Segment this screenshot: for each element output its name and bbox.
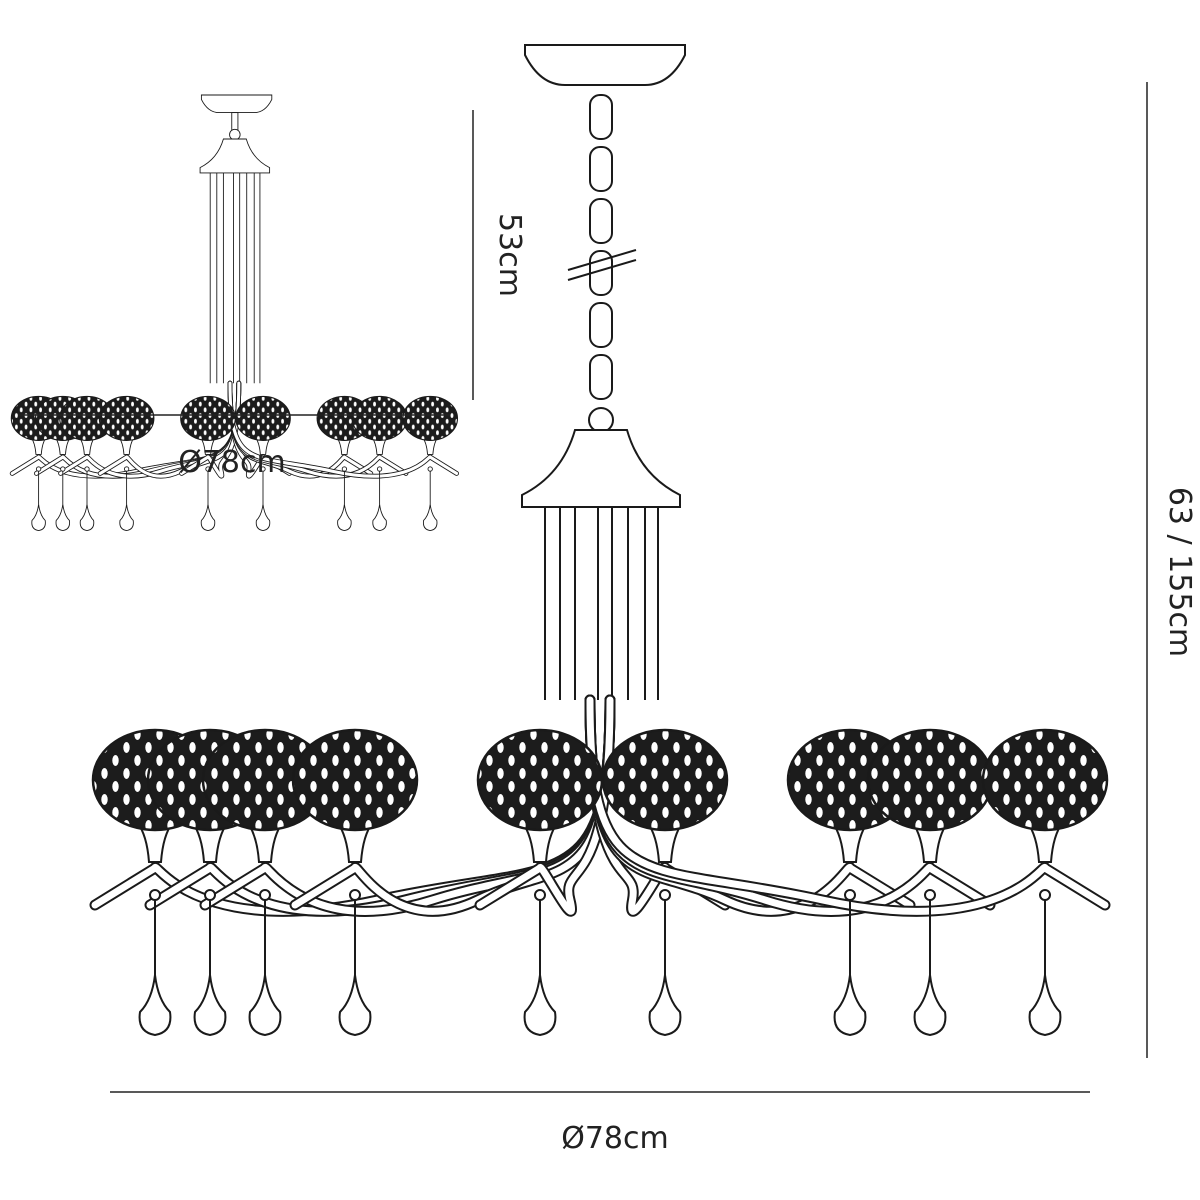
crystal-teardrop bbox=[1028, 974, 1062, 1037]
crystal-bead bbox=[341, 466, 348, 472]
crystal-teardrop bbox=[248, 974, 282, 1037]
crystal-bead bbox=[534, 889, 546, 901]
chain-link bbox=[589, 198, 613, 244]
crystal-bead bbox=[123, 466, 130, 472]
crystal-teardrop bbox=[648, 974, 682, 1037]
crystal-bead bbox=[84, 466, 90, 472]
small-chandelier-view bbox=[9, 94, 460, 532]
globe-shade bbox=[351, 395, 408, 441]
large-height-label: 63 / 155cm bbox=[1162, 487, 1197, 657]
globe-shade bbox=[402, 395, 459, 441]
small-height-label: 53cm bbox=[492, 213, 527, 297]
crystal-bead bbox=[60, 466, 66, 472]
ceiling-canopy bbox=[524, 44, 686, 86]
body-cup bbox=[199, 138, 271, 174]
arm bbox=[586, 696, 1109, 915]
crystal-bead bbox=[1039, 889, 1051, 901]
crystal-bead bbox=[149, 889, 161, 901]
crystal-teardrop bbox=[833, 974, 867, 1037]
chain-link bbox=[589, 94, 613, 140]
crystal-teardrop bbox=[913, 974, 947, 1037]
crystal-teardrop bbox=[55, 504, 71, 532]
chain-link bbox=[589, 354, 613, 400]
crystal-teardrop bbox=[138, 974, 172, 1037]
crystal-teardrop bbox=[338, 974, 372, 1037]
crystal-teardrop bbox=[79, 504, 95, 532]
globe-shade bbox=[235, 395, 291, 441]
crystal-teardrop bbox=[255, 504, 271, 532]
crystal-bead bbox=[376, 466, 383, 472]
crystal-bead bbox=[35, 466, 42, 472]
crystal-bead bbox=[427, 466, 433, 472]
crystal-bead bbox=[659, 889, 671, 901]
globe-shade bbox=[98, 395, 155, 441]
large-diameter-label: Ø78cm bbox=[561, 1121, 669, 1156]
chain-break-mark bbox=[567, 259, 637, 281]
crystal-bead bbox=[349, 889, 361, 901]
globe-shade bbox=[291, 728, 419, 832]
crystal-teardrop bbox=[372, 504, 387, 532]
crystal-bead bbox=[204, 889, 216, 901]
ceiling-canopy bbox=[200, 94, 273, 114]
body-cup bbox=[521, 429, 681, 508]
crystal-bead bbox=[924, 889, 936, 901]
crystal-teardrop bbox=[31, 504, 46, 532]
large-dimensions: 63 / 155cm Ø78cm bbox=[110, 82, 1197, 1156]
chain-link bbox=[589, 146, 613, 192]
chain-break-mark bbox=[567, 249, 637, 271]
crystal-teardrop bbox=[193, 974, 227, 1037]
small-dimensions: 53cm Ø78cm bbox=[18, 110, 527, 480]
globe-shade bbox=[180, 395, 236, 441]
crystal-teardrop bbox=[200, 504, 216, 532]
ball-joint bbox=[229, 128, 241, 141]
crystal-teardrop bbox=[422, 504, 438, 532]
crystal-teardrop bbox=[523, 974, 557, 1037]
crystal-bead bbox=[844, 889, 856, 901]
arm bbox=[228, 381, 459, 478]
large-chandelier-view bbox=[89, 44, 1111, 1037]
globe-shade bbox=[601, 728, 729, 832]
crystal-teardrop bbox=[337, 504, 352, 532]
globe-shade bbox=[981, 728, 1109, 832]
globe-shade bbox=[476, 728, 604, 832]
globe-shade bbox=[866, 728, 994, 832]
crystal-bead bbox=[259, 889, 271, 901]
crystal-teardrop bbox=[119, 504, 134, 532]
ball-joint bbox=[588, 407, 614, 433]
small-diameter-label: Ø78cm bbox=[178, 445, 286, 480]
chain-link bbox=[589, 302, 613, 348]
